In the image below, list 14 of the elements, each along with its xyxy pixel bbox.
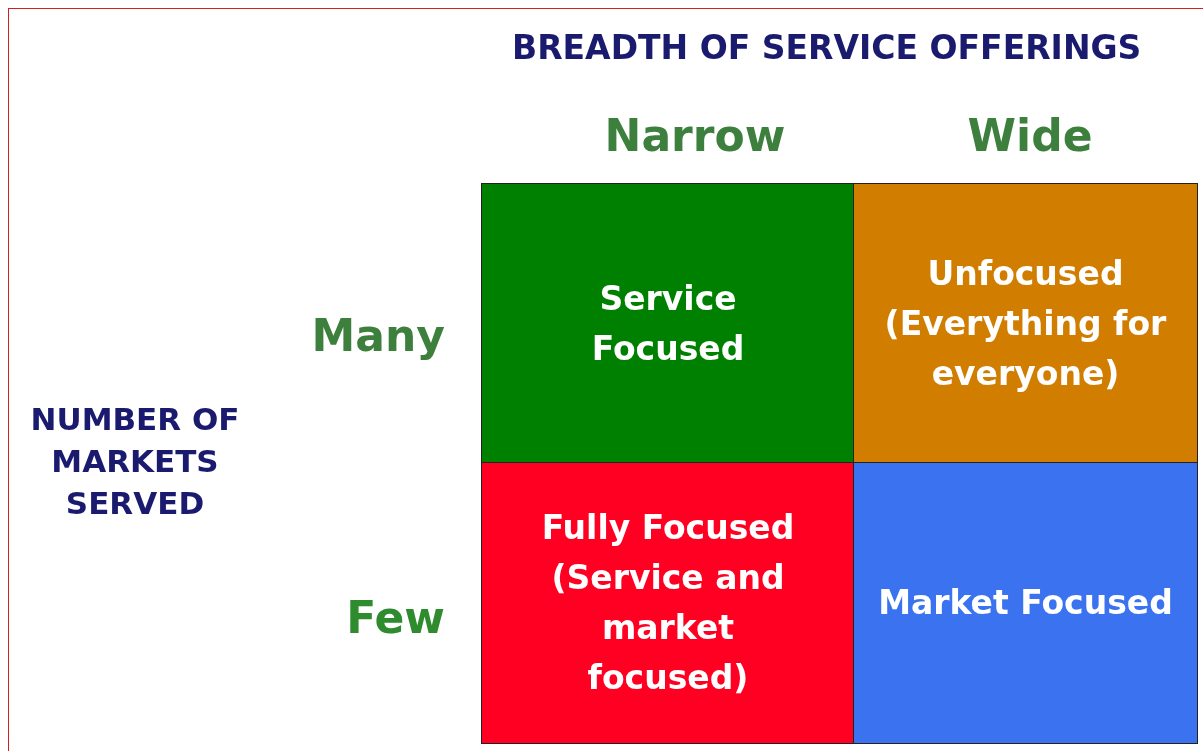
quadrant-cell [853, 183, 1198, 464]
column-label: Narrow [603, 110, 787, 161]
quadrant-label: Unfocused (Everything for everyone) [883, 252, 1168, 395]
column-label: Wide [966, 110, 1094, 161]
quadrant-label: Market Focused [877, 582, 1174, 624]
quadrant-cell [853, 462, 1198, 744]
quadrant-cell [481, 183, 855, 464]
row-label: Few [345, 592, 445, 643]
quadrant-label: Fully Focused (Service and market focused) [540, 507, 796, 699]
axis-title: BREADTH OF SERVICE OFFERINGS [512, 28, 1142, 67]
axis-title: NUMBER OF MARKETS SERVED [29, 400, 241, 523]
quadrant-label: Service Focused [590, 277, 746, 370]
row-label: Many [310, 310, 445, 361]
quadrant-cell [481, 462, 855, 744]
